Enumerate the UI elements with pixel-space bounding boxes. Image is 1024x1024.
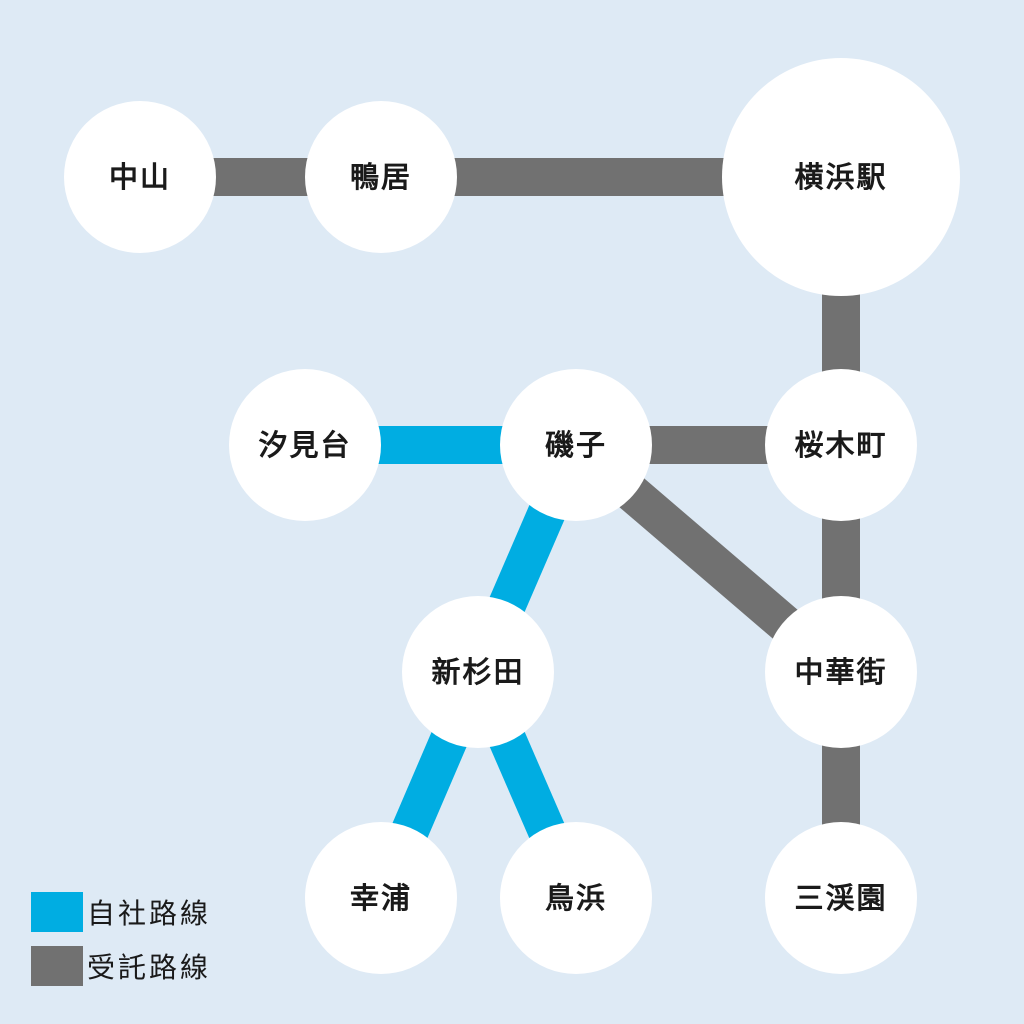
- station-yokohama: 横浜駅: [722, 58, 960, 296]
- station-label: 汐見台: [258, 428, 351, 462]
- station-circle: [500, 369, 652, 521]
- station-circle: [402, 596, 554, 748]
- station-torihama: 鳥浜: [500, 822, 652, 974]
- station-circle: [722, 58, 960, 296]
- station-label: 幸浦: [350, 881, 412, 915]
- station-circle: [765, 369, 917, 521]
- station-label: 三渓園: [794, 881, 887, 915]
- station-circle: [500, 822, 652, 974]
- legend-item-own-line: 自社路線: [31, 891, 291, 933]
- legend-item-consigned-line: 受託路線: [31, 945, 291, 987]
- station-nakayama: 中山: [64, 101, 216, 253]
- station-label: 中山: [109, 160, 171, 194]
- route-lines: [140, 158, 860, 906]
- station-circle: [765, 596, 917, 748]
- own-line-swatch: [31, 892, 83, 932]
- station-sankeien: 三渓園: [765, 822, 917, 974]
- legend: 自社路線 受託路線: [31, 891, 291, 999]
- station-koura: 幸浦: [305, 822, 457, 974]
- station-isogo: 磯子: [500, 369, 652, 521]
- station-label: 磯子: [545, 428, 607, 462]
- station-label: 桜木町: [794, 428, 887, 462]
- station-chukagai: 中華街: [765, 596, 917, 748]
- station-shiomidai: 汐見台: [229, 369, 381, 521]
- station-sakuragicho: 桜木町: [765, 369, 917, 521]
- station-label: 鴨居: [350, 160, 412, 194]
- own-line-label: 自社路線: [87, 897, 212, 930]
- station-circle: [305, 101, 457, 253]
- station-kamoi: 鴨居: [305, 101, 457, 253]
- station-circle: [229, 369, 381, 521]
- station-label: 新杉田: [431, 655, 524, 689]
- station-shinsugita: 新杉田: [402, 596, 554, 748]
- consigned-line-swatch: [31, 946, 83, 986]
- station-circle: [765, 822, 917, 974]
- station-label: 横浜駅: [794, 160, 887, 194]
- station-label: 中華街: [794, 655, 887, 689]
- station-circle: [64, 101, 216, 253]
- consigned-line-label: 受託路線: [87, 951, 212, 984]
- station-label: 鳥浜: [545, 881, 607, 915]
- station-circle: [305, 822, 457, 974]
